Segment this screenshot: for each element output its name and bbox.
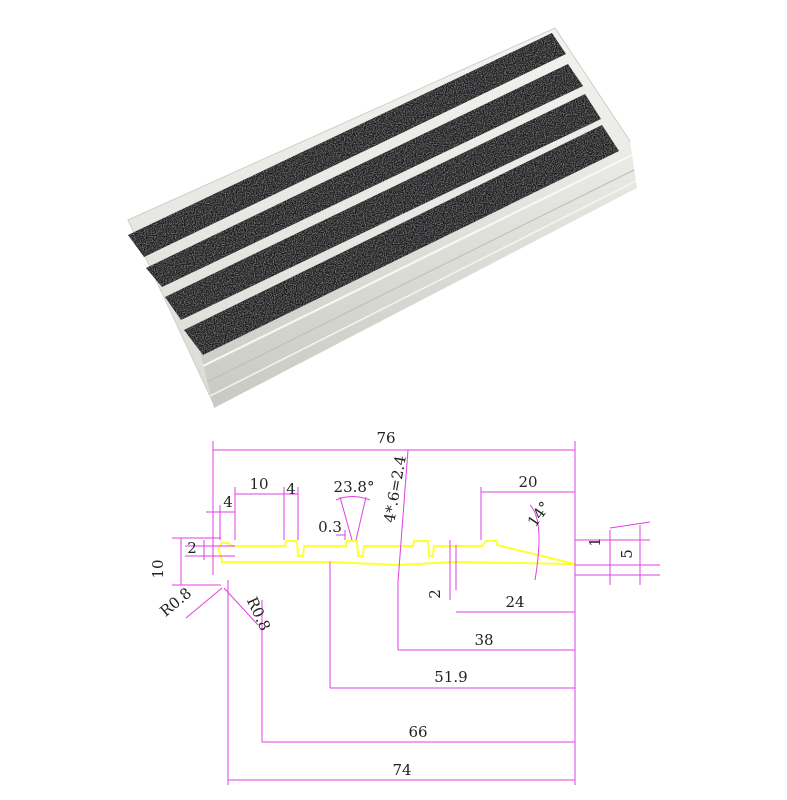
grit-strip-4 xyxy=(184,125,619,355)
dim-groove-angle: 23.8° xyxy=(334,478,375,496)
dim-nose-bottom: 24 xyxy=(505,593,524,611)
grit-strip-3 xyxy=(165,94,601,320)
dim-rib-width: 4 xyxy=(286,480,296,498)
dim-depth-2: 2 xyxy=(426,589,444,599)
dim-right-1: 1 xyxy=(586,537,604,547)
dim-nose-angle: 14° xyxy=(524,498,554,530)
dimension-lines xyxy=(172,441,660,785)
nose-ridge-line xyxy=(202,154,633,367)
dim-nose-top: 20 xyxy=(518,473,537,491)
technical-drawing: 76 10 4 4 23.8° 4*.6=2.4 20 0.3 14° 1 5 … xyxy=(149,429,660,785)
stair-nosing-photo-icon xyxy=(127,27,637,408)
nose-ridge-line xyxy=(209,180,637,397)
dim-left-2: 2 xyxy=(187,539,197,557)
dim-right-5: 5 xyxy=(618,549,636,559)
dim-51-9: 51.9 xyxy=(434,668,467,686)
nose-ridge-line xyxy=(206,169,635,383)
dim-groove-width: 10 xyxy=(249,475,268,493)
dim-38: 38 xyxy=(474,631,493,649)
grit-strip-1 xyxy=(128,33,566,257)
aluminium-nose-face xyxy=(200,141,637,408)
profile-outline xyxy=(217,540,576,567)
dim-gap: 0.3 xyxy=(318,518,342,536)
dim-left-10: 10 xyxy=(149,559,167,578)
dim-left-rib: 4 xyxy=(223,493,233,511)
dim-overall-top: 76 xyxy=(376,429,395,447)
dim-66: 66 xyxy=(408,723,427,741)
grit-strip-2 xyxy=(146,64,583,287)
dim-overall-bottom: 74 xyxy=(392,761,411,779)
